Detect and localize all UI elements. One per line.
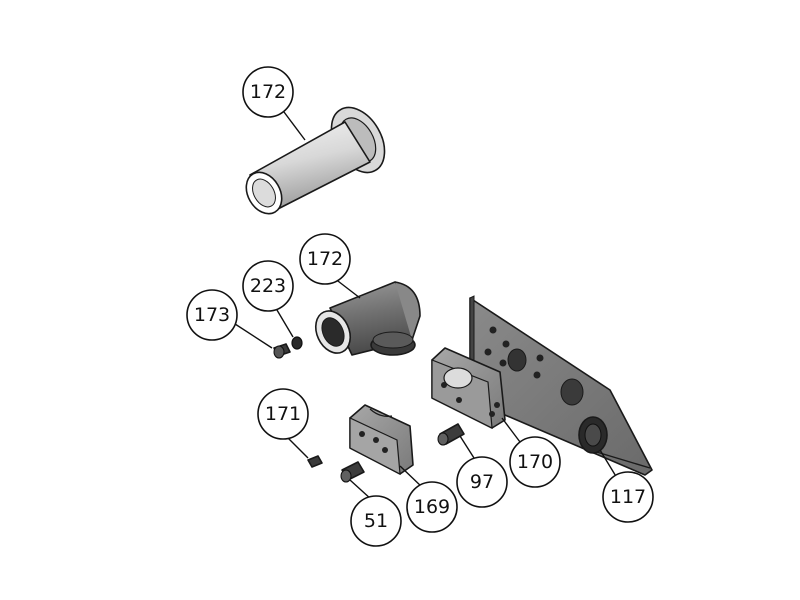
callout-173: 173 — [186, 289, 238, 341]
screw-part-97 — [437, 423, 465, 446]
clamp-part-170 — [431, 347, 506, 430]
callout-label: 172 — [250, 81, 286, 103]
callout-label: 169 — [414, 496, 450, 518]
callout-label: 173 — [194, 304, 230, 326]
plug-part-117 — [578, 416, 608, 454]
callout-117: 117 — [602, 471, 654, 523]
callout-label: 97 — [470, 471, 494, 493]
callout-label: 171 — [265, 403, 301, 425]
screw-part-51 — [340, 461, 365, 483]
callout-172-elbow: 172 — [299, 233, 351, 285]
callout-label: 170 — [517, 451, 553, 473]
clamp-part-169 — [349, 404, 414, 476]
screw-part-171 — [307, 455, 323, 468]
callout-170: 170 — [509, 436, 561, 488]
callout-169: 169 — [406, 481, 458, 533]
callout-223: 223 — [242, 260, 294, 312]
washer-part-223 — [291, 336, 303, 350]
callout-label: 172 — [307, 248, 343, 270]
callout-51: 51 — [350, 495, 402, 547]
elbow-part-172 — [314, 281, 421, 356]
screw-part-173 — [273, 343, 291, 359]
callout-label: 51 — [364, 510, 388, 532]
callout-label: 223 — [250, 275, 286, 297]
tube-part-172-top — [245, 106, 386, 215]
callout-171: 171 — [257, 388, 309, 440]
callout-172-top: 172 — [242, 66, 294, 118]
callout-97: 97 — [456, 456, 508, 508]
callout-label: 117 — [610, 486, 646, 508]
